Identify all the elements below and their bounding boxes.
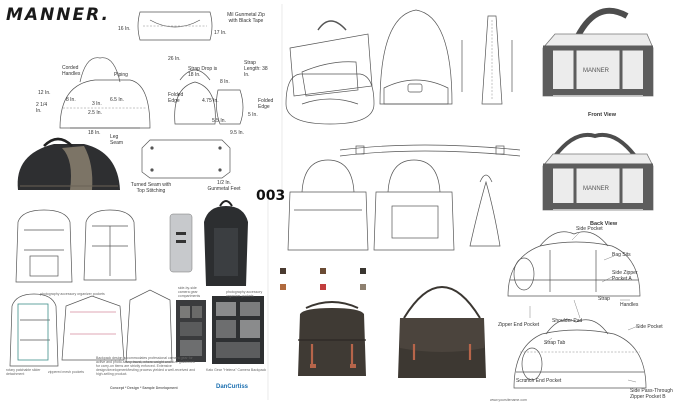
dim-label: 8 In. xyxy=(66,97,76,103)
dim-label: 9.5 In. xyxy=(230,130,244,136)
backpack-caption: Concept * Design * Sample Development xyxy=(110,386,178,390)
dim-label: 1/2 In. Gunmetal Feet xyxy=(207,180,241,192)
duffel-front-render: MANNER xyxy=(542,7,654,97)
bag-print-text: MANNER xyxy=(583,186,610,192)
dim-label: 5 In. xyxy=(248,112,258,118)
dim-label: 18 In. xyxy=(88,130,101,136)
dim-label: Strap Length: 38 In. xyxy=(244,60,268,78)
dim-label: Folded Edge xyxy=(168,92,184,104)
dim-label: Turned Seam with Top Stitching xyxy=(130,182,172,194)
callout-label: Scrunch End Pocket xyxy=(516,378,562,384)
callout-label: Side Zipper Pocket A xyxy=(612,270,638,282)
front-view-label: Front View xyxy=(588,112,617,118)
dim-label: 26 In. xyxy=(168,56,181,62)
designer-logo: DanCurtiss xyxy=(216,384,249,390)
brand-logo: MANNER. xyxy=(6,5,111,25)
dim-label: Piping xyxy=(114,72,128,78)
dim-label: 12 In. xyxy=(38,90,51,96)
dim-label: 2 1/4 In. xyxy=(36,102,48,114)
dim-label: 5.5 In. xyxy=(212,118,226,124)
callout-label: Bag Sits xyxy=(612,252,631,258)
dim-label: 4.75 In. xyxy=(202,98,219,104)
dim-label: 8 In. xyxy=(220,79,230,85)
dim-label: 3 In. xyxy=(92,101,102,107)
dim-label: Folded Edge xyxy=(258,98,274,110)
dim-label: Corded Handles xyxy=(62,65,81,77)
duffel-back-render: MANNER xyxy=(542,133,654,211)
backpack-description: Backpack design accommodates professiona… xyxy=(96,356,196,376)
leather-backpack-render xyxy=(298,301,366,376)
messenger-bag-render xyxy=(398,286,486,378)
bag-print-text: MANNER xyxy=(583,68,610,74)
callout-label: Strap xyxy=(598,296,610,302)
callout-label: Side Pocket xyxy=(576,226,603,232)
back-view-label: Back View xyxy=(590,221,618,227)
callout-label: Handles xyxy=(620,302,639,308)
backpack-caption: rotary patchable slider detachment xyxy=(6,368,41,376)
sheet-code: 003 xyxy=(256,188,286,204)
dim-label: Leg Seam xyxy=(110,134,124,146)
callout-label: Strap Tab xyxy=(544,340,566,346)
backpack-caption: zippered mesh pockets xyxy=(48,370,84,374)
dim-label: 17 In. xyxy=(214,30,227,36)
callout-label: Side Pocket xyxy=(636,324,663,330)
dim-label: 6.5 In. xyxy=(110,97,124,103)
backpack-caption: side-by-side camera gear compartments xyxy=(178,286,201,298)
dim-label: Strap Drop is 18 In. xyxy=(188,66,218,78)
dim-label: 16 In. xyxy=(118,26,131,32)
dim-label: 2.5 In. xyxy=(88,110,102,116)
backpack-caption: photography accessory organizer pockets xyxy=(40,292,105,296)
swatch-row xyxy=(280,268,366,290)
callout-label: Side Pass-Through Zipper Pocket B xyxy=(630,388,673,400)
callout-label: Shoulder Pad xyxy=(552,318,583,324)
backpack-caption: Kato Gear "Helena" Camera Backpack xyxy=(206,368,267,372)
footer-url: www.yoursitename.com xyxy=(490,398,527,402)
dim-label: Mil Gunmetal Zip with Black Tape xyxy=(227,12,265,24)
manner-bag-render xyxy=(17,137,120,190)
callout-label: Zipper End Pocket xyxy=(498,322,540,328)
backpack-caption: photography accessory organizer pockets xyxy=(226,290,263,298)
